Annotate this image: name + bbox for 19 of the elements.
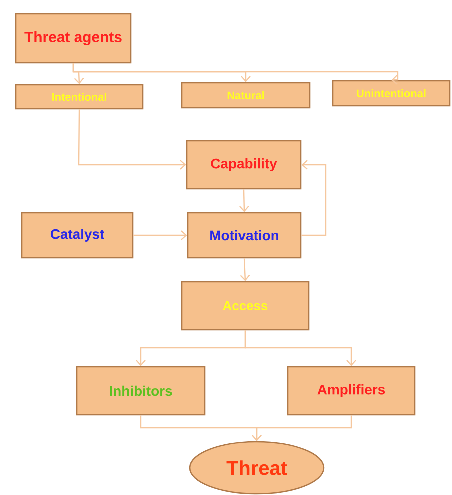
arrow bbox=[72, 64, 399, 85]
arrow bbox=[252, 416, 352, 442]
process-box: Inhibitors bbox=[76, 366, 206, 416]
ellipse-node: Threat bbox=[189, 441, 325, 495]
process-box: Capability bbox=[186, 140, 302, 190]
process-box: Catalyst bbox=[21, 212, 134, 259]
process-box: Unintentional bbox=[332, 80, 451, 107]
arrow bbox=[244, 330, 356, 366]
arrow bbox=[78, 110, 186, 170]
arrow bbox=[240, 258, 250, 282]
process-box: Amplifiers bbox=[287, 366, 416, 416]
process-box: Threat agents bbox=[15, 13, 132, 64]
process-box: Access bbox=[181, 281, 310, 331]
process-box: Natural bbox=[181, 82, 311, 109]
process-box: Intentional bbox=[15, 84, 144, 110]
process-box: Motivation bbox=[187, 212, 302, 259]
arrow bbox=[239, 190, 250, 212]
arrow bbox=[134, 230, 188, 240]
arrow bbox=[302, 160, 327, 236]
